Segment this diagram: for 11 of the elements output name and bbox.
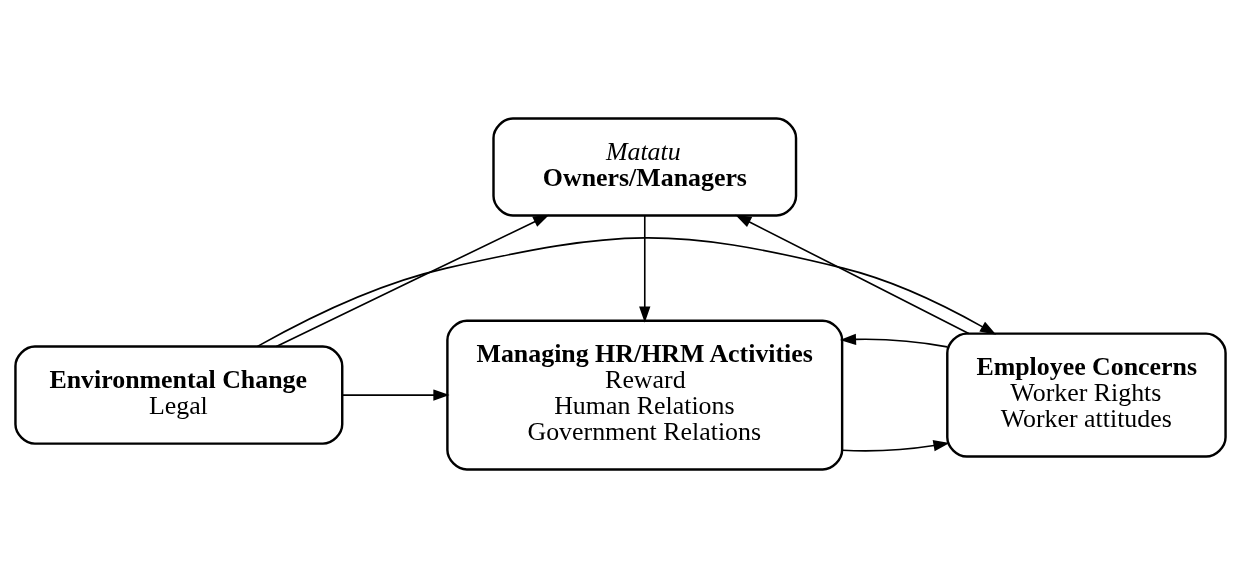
node-box: Matatu Owners/Managers [492, 117, 798, 217]
arrow [841, 440, 950, 452]
node-box: Environmental Change Legal [14, 345, 344, 445]
arrow [735, 214, 970, 335]
node-box: Managing HR/HRM Activities Reward Human Relations Government Relations [446, 319, 844, 471]
arrow [256, 237, 997, 348]
arrow [839, 333, 948, 348]
node-box: Employee Concerns Worker Rights Worker attitudes [946, 332, 1227, 458]
arrow [341, 389, 450, 401]
arrow [639, 214, 651, 323]
arrow [275, 214, 550, 348]
